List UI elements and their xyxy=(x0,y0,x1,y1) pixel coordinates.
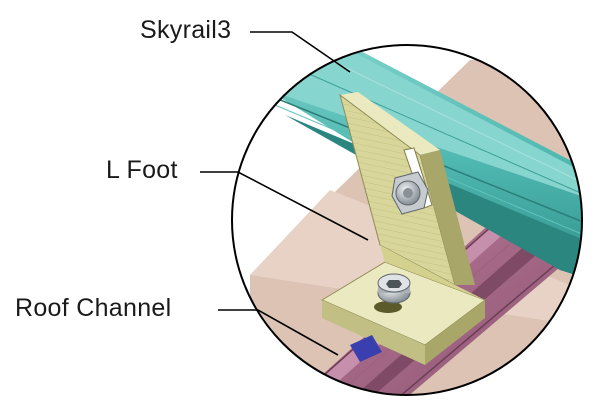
leader-skyrail xyxy=(250,31,351,73)
leader-roof-channel xyxy=(218,309,339,356)
rail-bolt xyxy=(391,171,429,215)
channel-screw xyxy=(377,273,411,304)
leader-l-foot xyxy=(200,171,369,241)
channel-nut xyxy=(350,335,382,362)
detail-circle xyxy=(231,44,583,396)
label-roof-channel: Roof Channel xyxy=(15,294,172,322)
label-l-foot: L Foot xyxy=(106,156,178,184)
label-skyrail: Skyrail3 xyxy=(140,16,232,44)
detail-view xyxy=(232,45,582,395)
